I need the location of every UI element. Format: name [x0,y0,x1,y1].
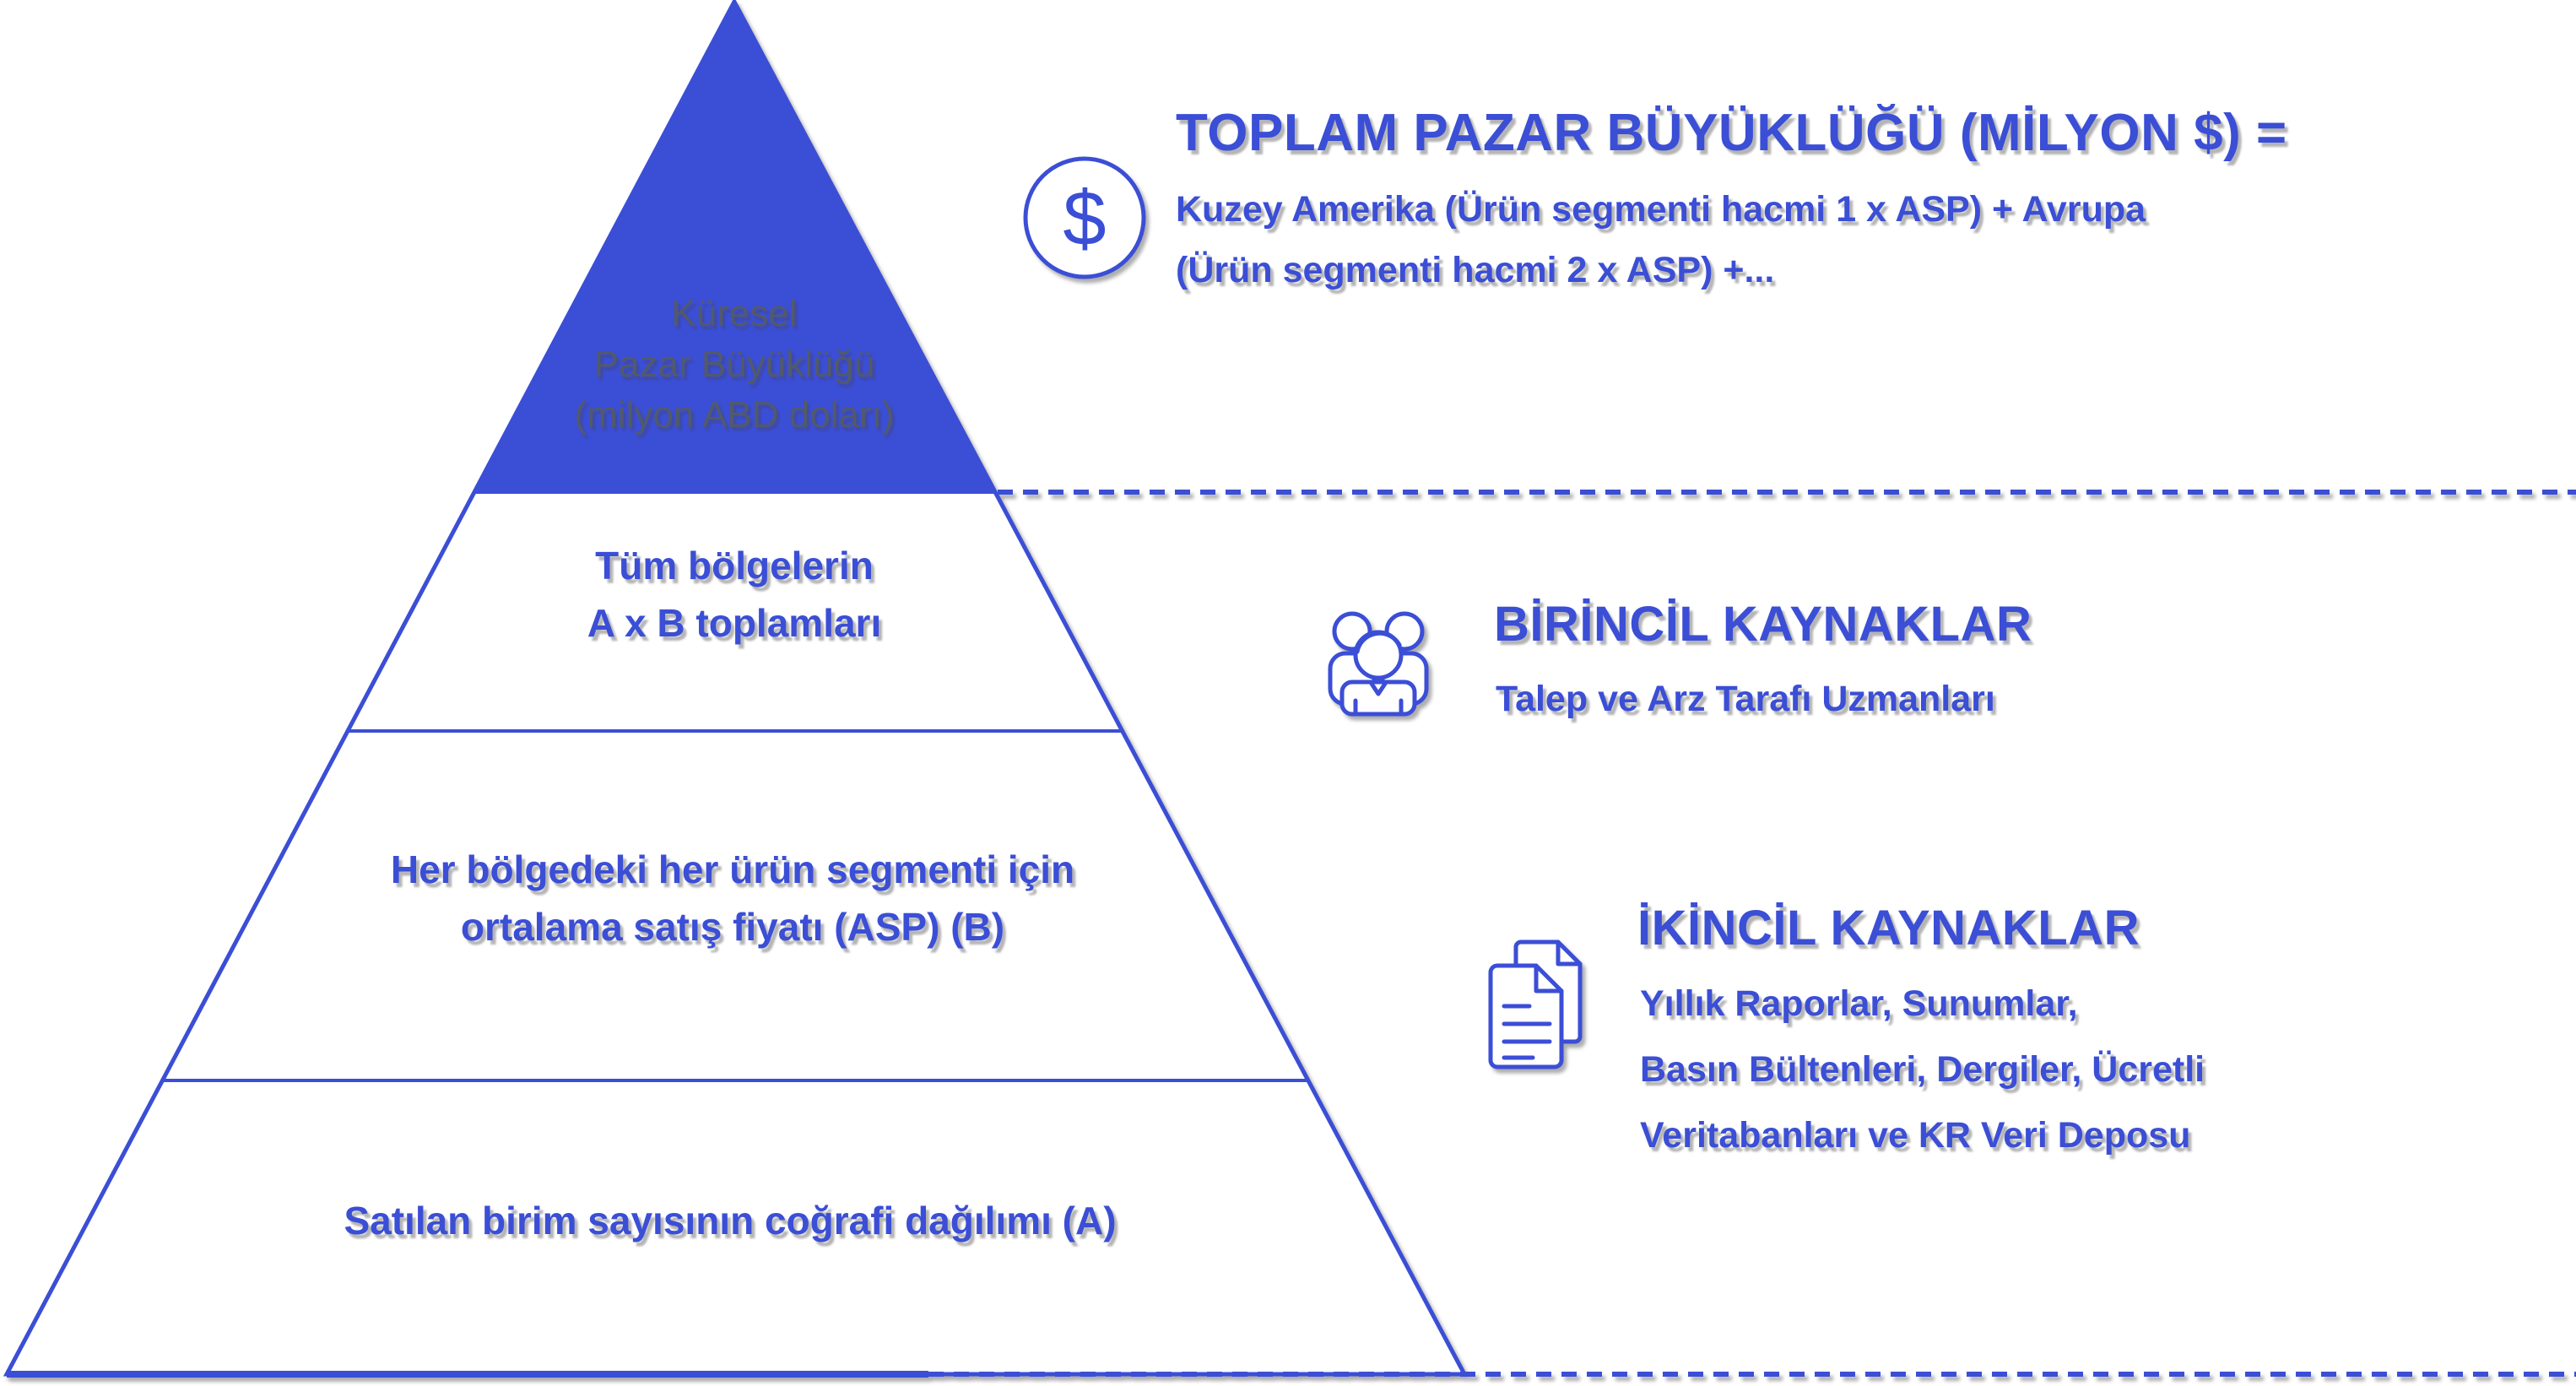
pyramid-tier3-label: Her bölgedeki her ürün segmenti için ort… [390,847,1075,949]
people-icon [1328,611,1429,717]
pyramid-tier2-label: Tüm bölgelerin A x B toplamları [587,544,882,645]
market-size-title: TOPLAM PAZAR BÜYÜKLÜĞÜ (MİLYON $) = [1176,104,2287,162]
pyramid-tier4-label: Satılan birim sayısının coğrafi dağılımı… [344,1199,1117,1243]
pyramid-tier1-label: Küresel Pazar Büyüklüğü (milyon ABD dola… [574,293,895,436]
secondary-sources-title: İKİNCİL KAYNAKLAR [1637,901,2140,956]
documents-icon [1488,939,1583,1069]
market-size-formula: Kuzey Amerika (Ürün segmenti hacmi 1 x A… [1176,189,2146,290]
dollar-icon: $ [1023,156,1146,279]
primary-sources-title: BİRİNCİL KAYNAKLAR [1494,597,2032,652]
pyramid-top-tier [471,0,998,494]
dollar-symbol: $ [1063,176,1106,262]
secondary-sources-body: Yıllık Raporlar, Sunumlar, Basın Bültenl… [1640,983,2205,1156]
primary-sources-subtitle: Talep ve Arz Tarafı Uzmanları [1496,679,1995,719]
